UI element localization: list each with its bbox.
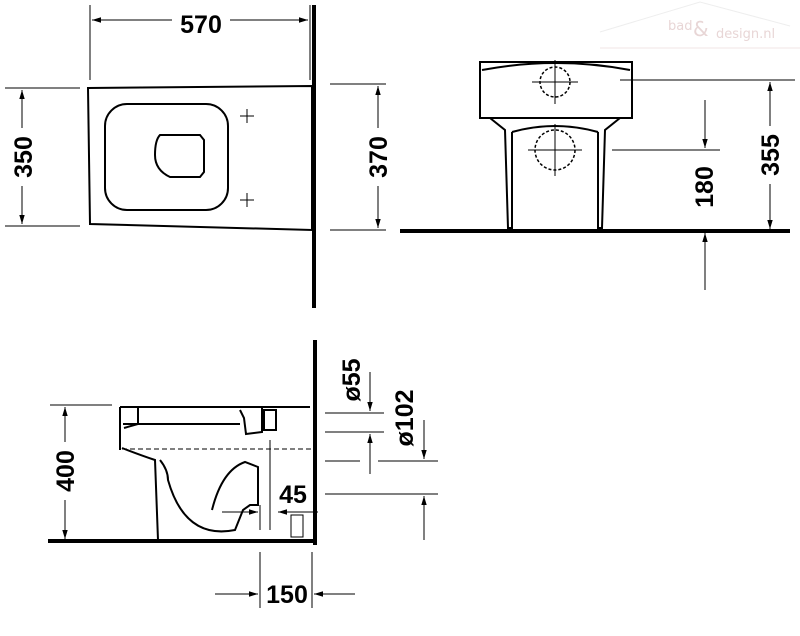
logo-text-right: design.nl [716,27,775,42]
dimension-width: 570 [180,11,222,39]
front-view: 355 180 [400,60,795,290]
dimension-wall-distance: 150 [266,581,308,609]
fixing-hole-markers [240,109,254,207]
logo-ampersand: & [693,17,709,41]
top-view: 570 350 370 [5,5,393,308]
seat-side [119,406,310,450]
dimension-offset: 45 [279,481,307,509]
toilet-outline-top [86,84,313,232]
dimension-inlet-diameter: ø55 [338,358,366,401]
brand-logo: bad & design.nl [599,1,800,49]
dimension-outlet-diameter: ø102 [391,390,419,447]
dimension-depth: 350 [10,136,38,178]
connector-symbol [290,514,304,538]
dimension-height: 400 [52,450,80,492]
pedestal [489,117,621,229]
bowl-front [479,61,633,119]
dimension-outlet-height: 180 [691,166,719,208]
side-view: 400 ø55 ø102 45 150 [48,340,438,609]
bowl-side [121,447,259,541]
dimension-total-height: 355 [757,134,785,176]
bowl-opening [153,134,205,178]
logo-text-left: bad [668,19,692,34]
dimension-wall-depth: 370 [365,136,393,178]
seat-outline [104,103,229,211]
